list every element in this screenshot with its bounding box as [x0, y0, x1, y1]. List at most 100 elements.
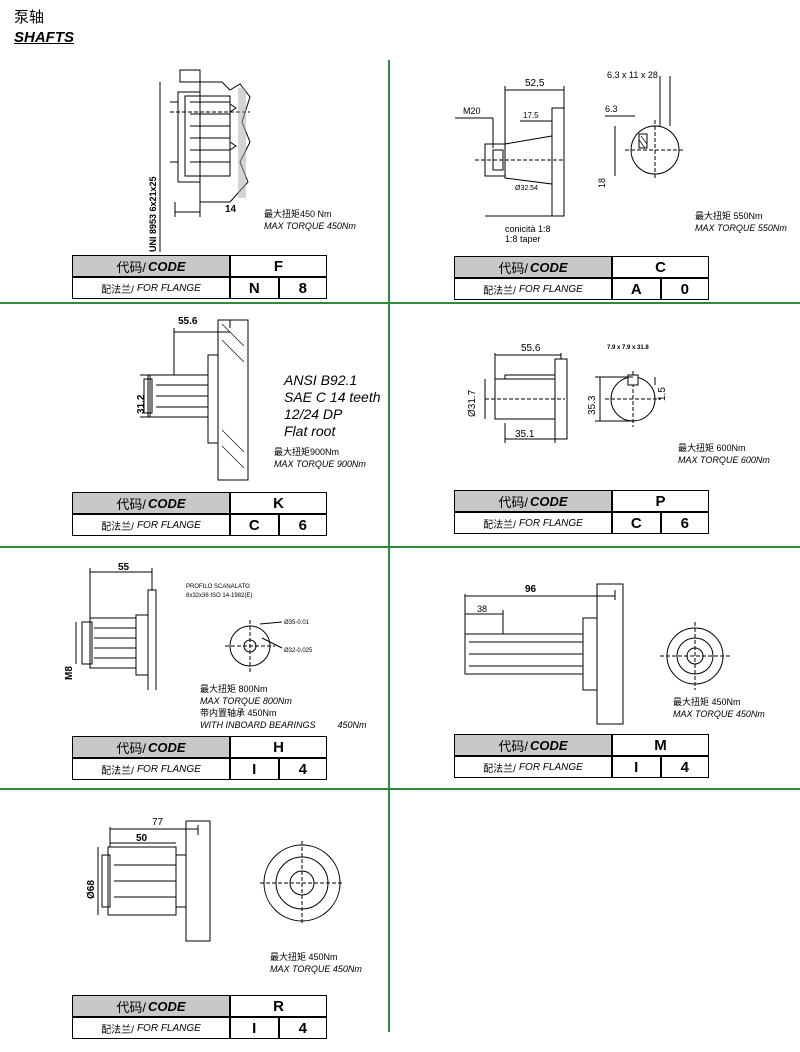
shaft-c-torque: 最大扭矩 550Nm MAX TORQUE 550Nm	[695, 210, 787, 234]
shaft-m-torque-en: MAX TORQUE 450Nm	[673, 709, 765, 719]
shaft-r-torque-cn: 最大扭矩 450Nm	[270, 952, 338, 962]
shaft-c-dim-dia: Ø32.54	[515, 185, 538, 192]
flange-value-1-m: I	[612, 756, 661, 778]
shaft-r-dim-len: 77	[152, 817, 164, 828]
grid-divider-row2	[0, 546, 800, 548]
flange-value-1-h: I	[230, 758, 279, 780]
code-label-p: 代码/CODE	[454, 490, 612, 512]
shaft-k-spec: ANSI B92.1 SAE C 14 teeth 12/24 DP Flat …	[284, 372, 381, 440]
shaft-r-dim-len2: 50	[136, 833, 148, 844]
flange-value-2-c: 0	[660, 278, 709, 300]
shaft-k-spec-line-2: SAE C 14 teeth	[284, 389, 381, 405]
page-title-en: SHAFTS	[14, 29, 74, 46]
flange-value-2-k: 6	[278, 514, 327, 536]
flange-value-2-f: 8	[278, 277, 327, 299]
shaft-h-profile-2: 8x32x36 ISO 14-1982(E)	[186, 593, 252, 599]
shaft-p-dim-h: 35.3	[587, 395, 598, 415]
code-value-h: H	[230, 736, 327, 758]
flange-value-1-p: C	[612, 512, 661, 534]
shaft-m-dim-len: 96	[525, 584, 537, 595]
flange-label-p: 配法兰/FOR FLANGE	[454, 512, 612, 534]
shaft-p-dim-key: 7.9 x 7.9 x 31.8	[607, 345, 649, 351]
shaft-k-torque-en: MAX TORQUE 900Nm	[274, 459, 366, 469]
shaft-c-taper-2: 1:8 taper	[505, 234, 541, 244]
shaft-c-drawing: 52,5 17.5 M20 Ø32.54 conicità 1:8 1:8 ta…	[455, 70, 685, 244]
shaft-m-torque-cn: 最大扭矩 450Nm	[673, 697, 741, 707]
shaft-k-spec-line-3: 12/24 DP	[284, 406, 343, 422]
flange-label-c: 配法兰/FOR FLANGE	[454, 278, 612, 300]
shaft-h-torque-en: MAX TORQUE 800Nm	[200, 696, 292, 706]
flange-value-1-c: A	[612, 278, 661, 300]
shaft-c-taper-1: conicità 1:8	[505, 224, 551, 234]
shaft-c-dim-thread: M20	[463, 106, 481, 116]
shaft-c-dim-keyw: 6.3	[605, 104, 618, 114]
flange-label-k: 配法兰/FOR FLANGE	[72, 514, 230, 536]
shaft-k-drawing: 55.6 31.2	[136, 316, 249, 481]
flange-value-2-h: 4	[278, 758, 327, 780]
code-label-h: 代码/CODE	[72, 736, 230, 758]
code-label-f: 代码/CODE	[72, 255, 230, 277]
code-label-m: 代码/CODE	[454, 734, 612, 756]
shaft-m-drawing: 96 38	[464, 583, 730, 725]
flange-label-r: 配法兰/FOR FLANGE	[72, 1017, 230, 1039]
code-label-k: 代码/CODE	[72, 492, 230, 514]
shaft-p-dim-len2: 35.1	[515, 429, 535, 440]
shaft-h-bearing-cn: 带内置轴承 450Nm	[200, 708, 277, 718]
shaft-k-torque-cn: 最大扭矩900Nm	[274, 447, 340, 457]
shaft-c-dim-key: 6.3 x 11 x 28	[607, 70, 658, 80]
shaft-p-drawing: 55.6 35.1 Ø31.7 7.9 x 7.9 x 31.8 35.3 1.…	[467, 343, 668, 443]
shaft-p-torque-en: MAX TORQUE 600Nm	[678, 455, 770, 465]
code-value-r: R	[230, 995, 327, 1017]
page-title-cn: 泵轴	[14, 9, 45, 26]
shaft-r-dim-dia: Ø68	[86, 880, 97, 899]
shaft-h-profile-1: PROFILO SCANALATO	[186, 584, 250, 590]
code-value-k: K	[230, 492, 327, 514]
flange-value-1-f: N	[230, 277, 279, 299]
shaft-h-torque: 最大扭矩 800Nm MAX TORQUE 800Nm 带内置轴承 450Nm …	[200, 683, 367, 731]
shaft-f-dim-len: 14	[225, 204, 237, 215]
flange-label-m: 配法兰/FOR FLANGE	[454, 756, 612, 778]
shaft-m-dim-len2: 38	[477, 604, 487, 614]
shaft-h-dim-thread: M8	[64, 666, 75, 680]
shaft-k-spec-line-1: ANSI B92.1	[284, 372, 358, 388]
shaft-r-torque: 最大扭矩 450Nm MAX TORQUE 450Nm	[270, 951, 362, 975]
code-value-p: P	[612, 490, 709, 512]
shaft-f-dim-spline: UNI 8953 6x21x25	[148, 176, 158, 252]
shaft-f-torque-cn: 最大扭矩450 Nm	[264, 209, 332, 219]
flange-value-2-m: 4	[660, 756, 709, 778]
grid-divider-row3	[0, 788, 800, 790]
shaft-c-dim-keyh: 18	[597, 178, 607, 188]
shaft-f-torque: 最大扭矩450 Nm MAX TORQUE 450Nm	[264, 208, 356, 232]
shaft-r-drawing: 77 50 Ø68	[86, 817, 344, 942]
shaft-f-torque-en: MAX TORQUE 450Nm	[264, 221, 356, 231]
shaft-p-dim-len: 55.6	[521, 343, 541, 354]
shaft-c-torque-cn: 最大扭矩 550Nm	[695, 211, 763, 221]
shaft-f-drawing: 14 UNI 8953 6x21x25	[148, 69, 251, 252]
shaft-k-dim-dia: 31.2	[136, 394, 147, 414]
shaft-h-dim-len: 55	[118, 562, 130, 573]
code-value-c: C	[612, 256, 709, 278]
shaft-m-torque: 最大扭矩 450Nm MAX TORQUE 450Nm	[673, 696, 765, 720]
shaft-k-torque: 最大扭矩900Nm MAX TORQUE 900Nm	[274, 446, 366, 470]
shaft-h-d2: Ø32-0.025	[284, 648, 313, 654]
shaft-c-dim-len: 52,5	[525, 78, 545, 89]
shaft-p-torque: 最大扭矩 600Nm MAX TORQUE 600Nm	[678, 442, 770, 466]
flange-label-f: 配法兰/FOR FLANGE	[72, 277, 230, 299]
code-value-m: M	[612, 734, 709, 756]
shaft-r-torque-en: MAX TORQUE 450Nm	[270, 964, 362, 974]
shaft-h-d1: Ø35-0.01	[284, 620, 310, 626]
shaft-p-torque-cn: 最大扭矩 600Nm	[678, 443, 746, 453]
shaft-p-dim-k: 1.5	[657, 387, 668, 401]
shaft-c-dim-len2: 17.5	[523, 111, 539, 120]
shaft-h-torque-cn: 最大扭矩 800Nm	[200, 684, 268, 694]
code-label-c: 代码/CODE	[454, 256, 612, 278]
code-value-f: F	[230, 255, 327, 277]
